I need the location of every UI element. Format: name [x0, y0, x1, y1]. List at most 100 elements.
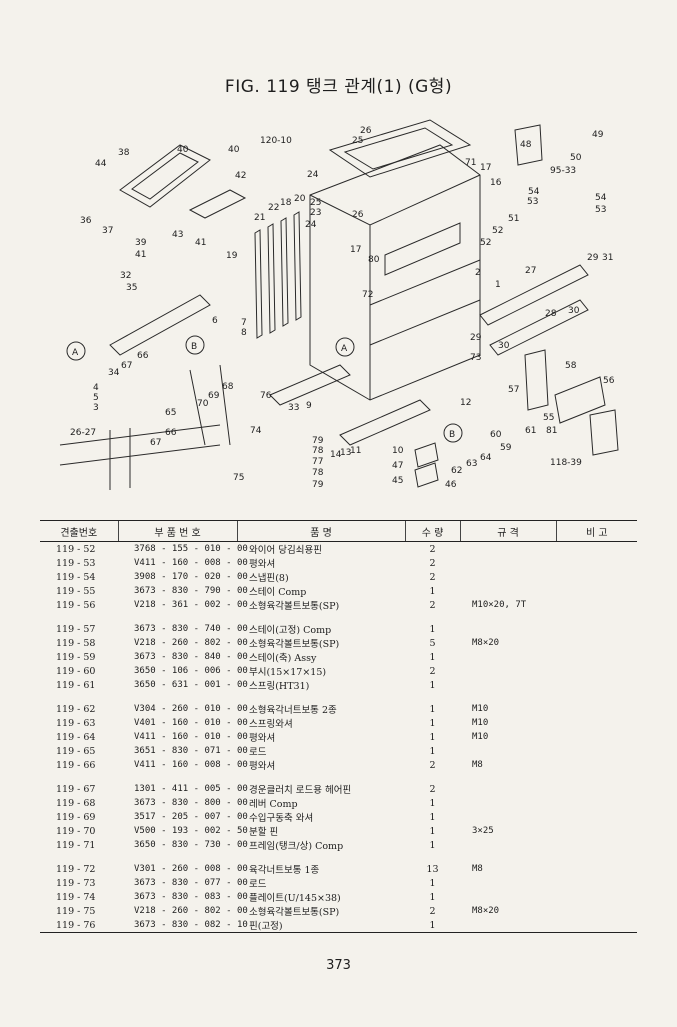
- plate-73: [269, 364, 351, 406]
- cell-remarks: [556, 796, 637, 810]
- cell-qty: 2: [429, 543, 436, 555]
- spacer-cell: [460, 612, 556, 622]
- cell-code: 1301 - 411 - 005 - 00: [134, 784, 248, 794]
- cell-no: 119 - 61: [56, 679, 96, 691]
- spacer-cell: [405, 612, 460, 622]
- cell-name: 수입구동축 와셔: [249, 813, 314, 824]
- callout-31: 31: [602, 253, 613, 263]
- spacer-cell: [405, 852, 460, 862]
- cell-qty: 13: [426, 863, 439, 875]
- callout-1: 1: [495, 280, 501, 290]
- cell-remarks: [556, 650, 637, 664]
- callout-79b: 79: [312, 480, 324, 490]
- cell-no: 119 - 71: [56, 839, 96, 851]
- callout-54: 54: [528, 187, 540, 197]
- cell-qty: 2: [429, 905, 436, 917]
- small-plate: [188, 189, 247, 219]
- cell-no: 119 - 52: [56, 543, 96, 555]
- cell-spec: [460, 876, 556, 890]
- cell-no: 119 - 54: [56, 571, 96, 583]
- callout-71: 71: [465, 158, 476, 168]
- cell-name: 육각너트보통 1종: [249, 865, 320, 876]
- callout-41b: 41: [135, 250, 146, 260]
- callout-37: 37: [102, 226, 113, 236]
- callout-30: 30: [568, 306, 580, 316]
- group-spacer: [40, 852, 637, 862]
- cell-no: 119 - 55: [56, 585, 96, 597]
- ref-a-label: A: [72, 348, 79, 358]
- callout-79: 79: [312, 436, 324, 446]
- spacer-cell: [40, 612, 118, 622]
- cell-remarks: [556, 838, 637, 852]
- part-45: [414, 462, 439, 488]
- ref-circle-b: [185, 335, 205, 355]
- callout-78b: 78: [312, 468, 324, 478]
- part-47: [414, 442, 439, 468]
- callout-120-10: 120-10: [260, 136, 292, 146]
- figure-title: FIG. 119 탱크 관계(1) (G형): [224, 77, 453, 97]
- lower-frame: [59, 424, 221, 490]
- cell-no: 119 - 56: [56, 599, 96, 611]
- callout-32: 32: [120, 271, 131, 281]
- callout-69: 69: [208, 391, 220, 401]
- spacer-cell: [556, 612, 637, 622]
- header-part-no: 부 품 번 호: [117, 520, 237, 542]
- cell-qty: 1: [405, 918, 460, 933]
- callout-95-33: 95-33: [550, 166, 576, 176]
- cell-no: 119 - 76: [40, 918, 118, 933]
- callout-48: 48: [520, 140, 532, 150]
- cell-remarks: [556, 824, 637, 838]
- cell-name: 스테이 Comp: [249, 587, 307, 598]
- callout-54b: 54: [595, 193, 607, 203]
- cell-spec: [460, 810, 556, 824]
- callout-49: 49: [592, 130, 604, 140]
- callout-22: 22: [268, 203, 279, 213]
- callout-78: 78: [312, 446, 324, 456]
- parts-drawing-svg: A B A B 120-10 26 25 38 40 40 44 24 71 4…: [59, 119, 619, 490]
- callout-24: 24: [307, 170, 319, 180]
- cell-code: 3673 - 830 - 083 - 00: [134, 892, 248, 902]
- callout-51: 51: [508, 214, 519, 224]
- cell-remarks: [556, 876, 637, 890]
- cell-remarks: [556, 556, 637, 570]
- callout-58: 58: [565, 361, 577, 371]
- cell-spec: [460, 622, 556, 636]
- callout-74: 74: [250, 426, 262, 436]
- cell-no: 119 - 64: [56, 731, 96, 743]
- cell-name: 평와셔: [249, 761, 276, 772]
- cell-name: 플레이트(U/145×38): [249, 893, 341, 904]
- cell-qty: 1: [429, 651, 436, 663]
- cell-qty: 5: [429, 637, 436, 649]
- callout-27: 27: [525, 266, 536, 276]
- cell-name: 와이어 당김쇠용핀: [249, 545, 322, 556]
- rail-20: [293, 211, 302, 321]
- cell-spec: M8×20: [472, 906, 500, 916]
- cell-qty: 1: [429, 703, 436, 715]
- callout-13: 13: [340, 448, 351, 458]
- group-spacer: [40, 772, 637, 782]
- spacer-cell: [556, 692, 637, 702]
- cell-spec: [460, 678, 556, 692]
- cell-spec: [460, 744, 556, 758]
- callout-20: 20: [294, 194, 306, 204]
- parts-table: 견출번호 부 품 번 호 품 명 수 량 규 격 비 고 119 - 52 376…: [40, 520, 637, 933]
- callout-25b: 25: [310, 198, 321, 208]
- callout-28: 28: [545, 309, 557, 319]
- exploded-parts-diagram: A B A B 120-10 26 25 38 40 40 44 24 71 4…: [40, 115, 640, 505]
- table-header-row: 견출번호 부 품 번 호 품 명 수 량 규 격 비 고: [40, 520, 637, 542]
- cell-spec: [460, 570, 556, 584]
- callout-34: 34: [108, 368, 120, 378]
- callout-60: 60: [490, 430, 502, 440]
- callout-61: 61: [525, 426, 536, 436]
- cell-code: 3768 - 155 - 010 - 00: [134, 544, 248, 554]
- callout-44: 44: [95, 159, 107, 169]
- callout-17: 17: [480, 163, 491, 173]
- callout-18: 18: [280, 198, 292, 208]
- lid-plate: [119, 144, 211, 208]
